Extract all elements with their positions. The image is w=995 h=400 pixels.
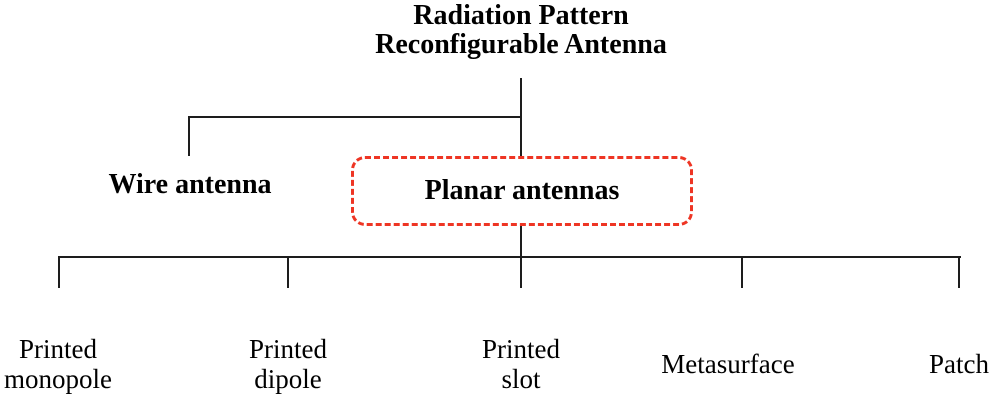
node-metasurface: Metasurface bbox=[638, 331, 818, 397]
leaf-label-line2: dipole bbox=[254, 364, 322, 394]
node-planar-antennas-highlight-box: Planar antennas bbox=[351, 156, 693, 226]
root-node-title: Radiation Pattern Reconfigurable Antenna bbox=[271, 1, 771, 59]
leaf-label-line1: Printed bbox=[19, 334, 97, 364]
connector-tick-patch bbox=[958, 256, 960, 288]
node-printed-slot: Printed slot bbox=[431, 331, 611, 397]
connector-tick-dipole bbox=[287, 256, 289, 288]
leaf-label-line1: Metasurface bbox=[661, 349, 795, 379]
root-title-line1: Radiation Pattern bbox=[413, 0, 629, 31]
node-printed-dipole: Printed dipole bbox=[198, 331, 378, 397]
connector-tick-slot bbox=[520, 256, 522, 288]
connector-tick-monopole bbox=[58, 256, 60, 288]
leaf-label-line2: monopole bbox=[4, 364, 112, 394]
connector-planar-stem bbox=[520, 226, 522, 258]
leaf-label-line1: Printed bbox=[482, 334, 560, 364]
node-patch: Patch bbox=[869, 331, 995, 397]
connector-upper-horizontal bbox=[188, 116, 522, 118]
connector-tick-metasurface bbox=[741, 256, 743, 288]
root-title-line2: Reconfigurable Antenna bbox=[375, 29, 667, 60]
node-printed-monopole: Printed monopole bbox=[0, 331, 148, 397]
node-planar-antennas-label: Planar antennas bbox=[424, 175, 620, 206]
connector-root-stem bbox=[520, 78, 522, 158]
leaf-label-line2: slot bbox=[501, 364, 541, 394]
leaf-label-line1: Patch bbox=[929, 349, 989, 379]
connector-lower-horizontal bbox=[58, 256, 961, 258]
node-wire-antenna: Wire antenna bbox=[108, 169, 272, 200]
connector-wire-drop bbox=[188, 116, 190, 156]
leaf-label-line1: Printed bbox=[249, 334, 327, 364]
